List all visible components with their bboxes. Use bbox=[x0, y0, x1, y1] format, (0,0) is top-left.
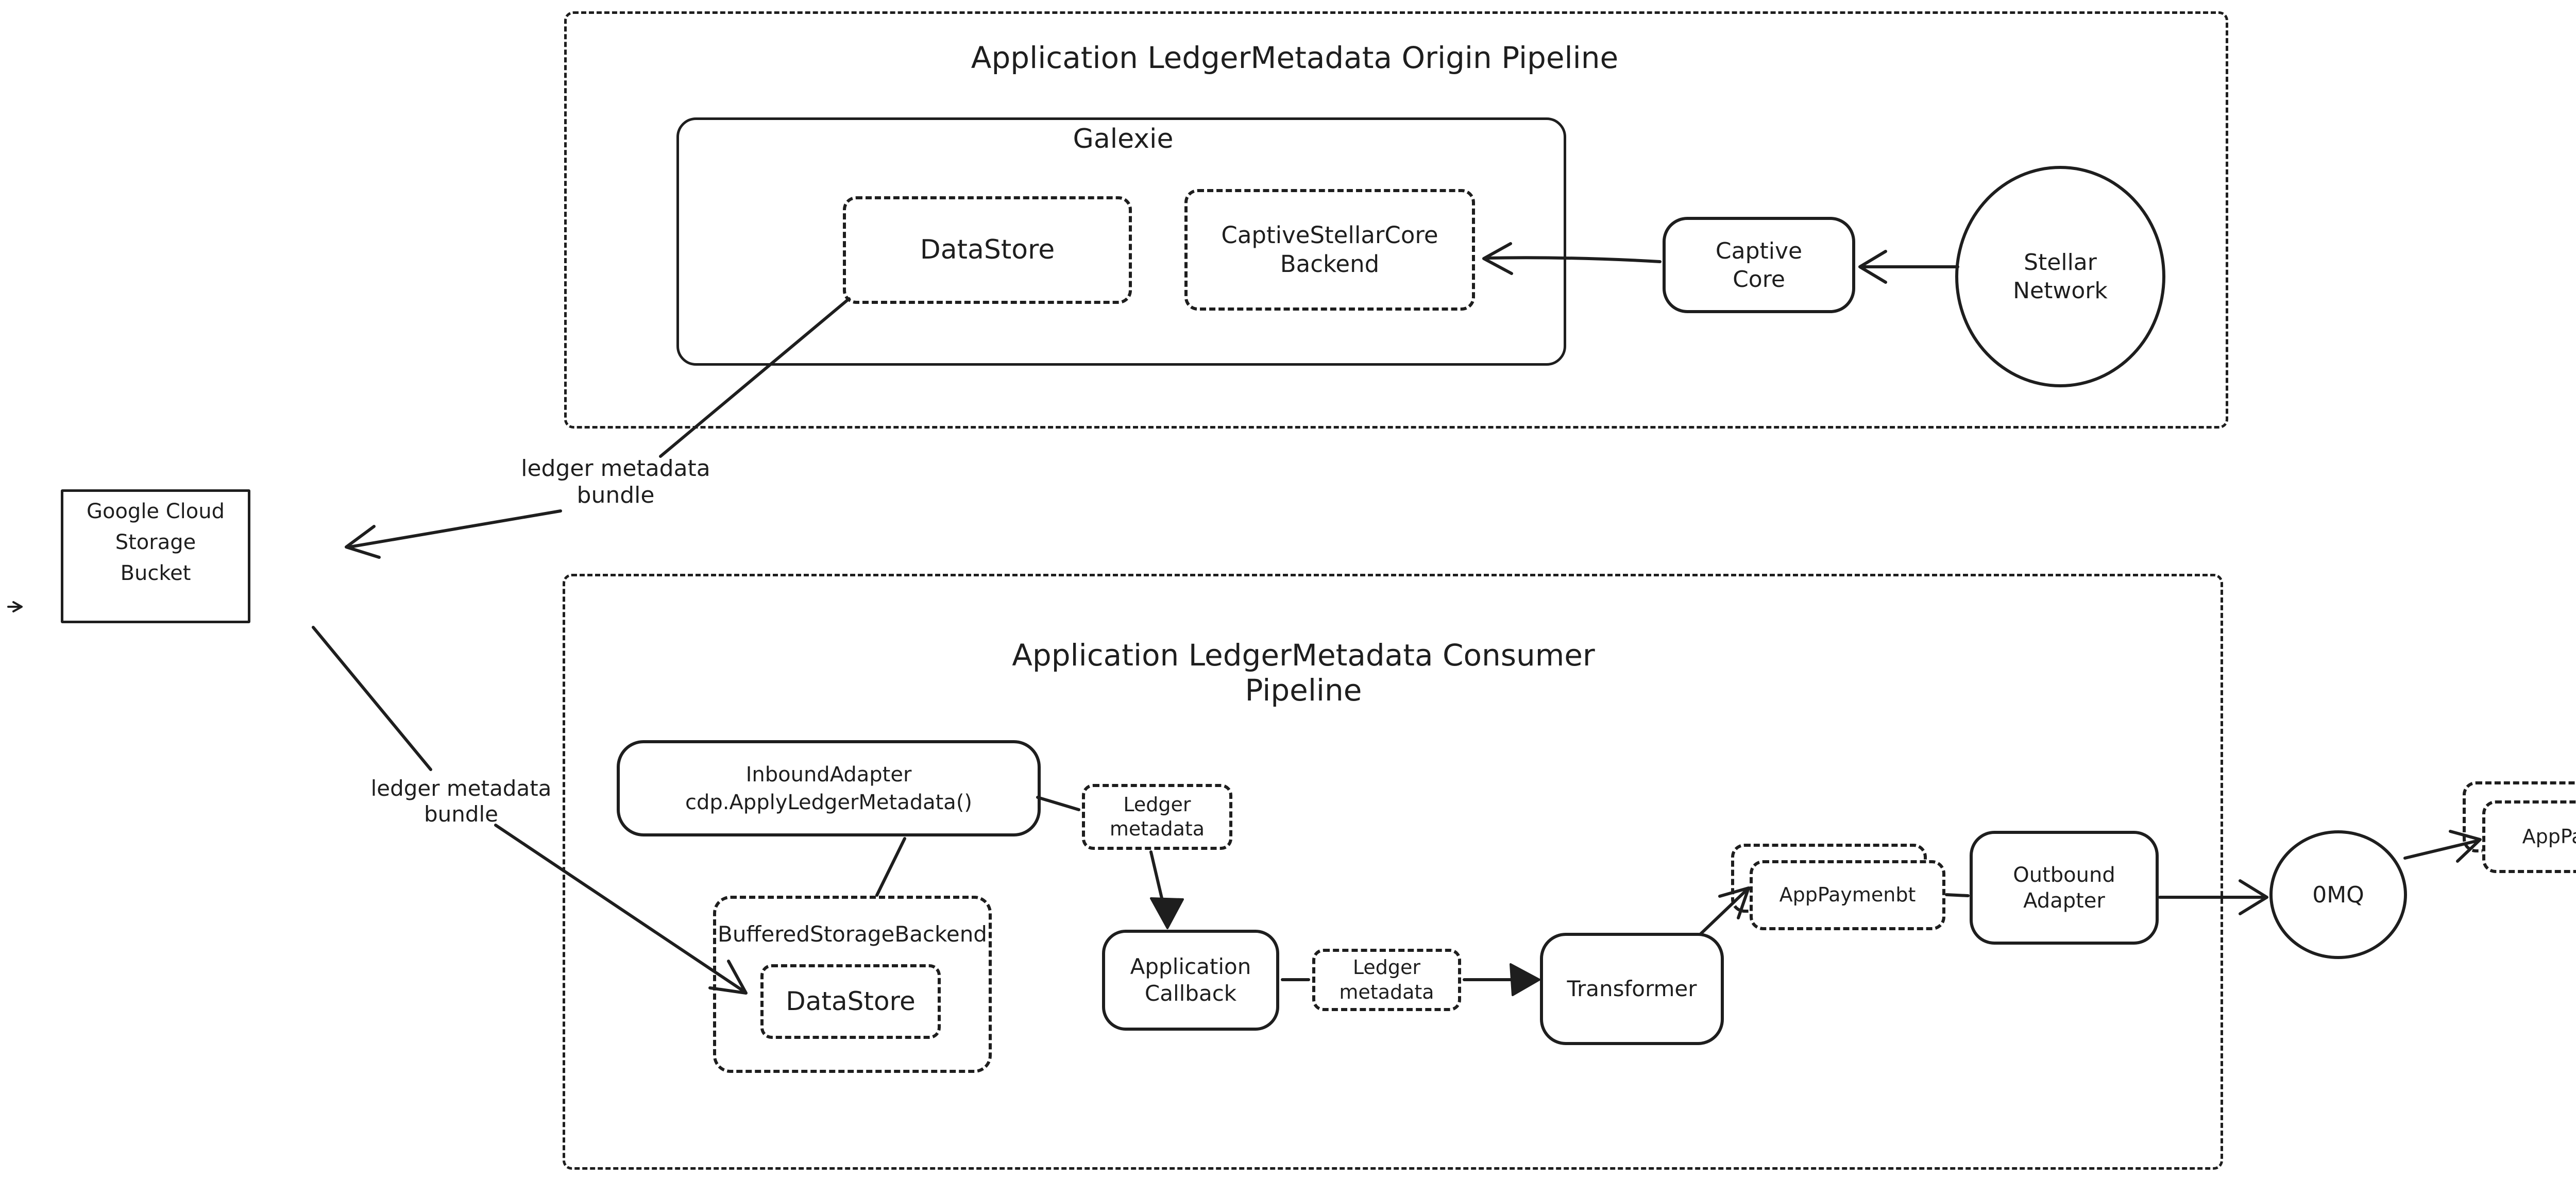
node-ledger-metadata-2[interactable]: Ledger metadata bbox=[1312, 949, 1461, 1011]
node-application-callback[interactable]: Application Callback bbox=[1102, 930, 1279, 1031]
consumer-bundle-line2: bundle bbox=[423, 801, 499, 827]
arrow-captive-core-to-csc-backend[interactable] bbox=[1482, 242, 1662, 275]
line-inbound-adapter-to-buffered-storage[interactable] bbox=[875, 837, 906, 897]
node-captive-core[interactable]: Captive Core bbox=[1663, 217, 1855, 313]
transformer-label: Transformer bbox=[1567, 976, 1697, 1001]
arrow-ledger-metadata-1-to-application-callback[interactable] bbox=[1149, 850, 1184, 929]
node-datastore-origin[interactable]: DataStore bbox=[843, 196, 1132, 304]
ledger-metadata-2-line1: Ledger bbox=[1352, 956, 1421, 979]
captive-core-line1: Captive bbox=[1715, 237, 1803, 264]
node-gcs-bucket[interactable]: Google Cloud Storage Bucket bbox=[61, 489, 250, 623]
csc-backend-line1: CaptiveStellarCore bbox=[1221, 221, 1438, 249]
line-app-paymenbt-1-to-outbound-adapter[interactable] bbox=[1945, 893, 1970, 897]
omq-label: 0MQ bbox=[2312, 881, 2364, 908]
outbound-adapter-line2: Adapter bbox=[2023, 888, 2105, 913]
application-callback-line1: Application bbox=[1130, 953, 1251, 979]
arrow-transformer-to-app-paymenbt-1[interactable] bbox=[1699, 886, 1750, 936]
arrow-datastore-to-gcs-bucket[interactable] bbox=[345, 297, 851, 559]
arrow-gcs-bucket-to-datastore-consumer[interactable] bbox=[312, 626, 748, 995]
node-ledger-metadata-1[interactable]: Ledger metadata bbox=[1082, 784, 1232, 850]
node-buffered-storage-backend[interactable]: BufferedStorageBackend bbox=[713, 896, 992, 1073]
ledger-metadata-1-line1: Ledger bbox=[1123, 793, 1191, 816]
inbound-adapter-line1: InboundAdapter bbox=[745, 762, 912, 787]
ledger-metadata-2-line2: metadata bbox=[1339, 980, 1434, 1003]
app-paymenbt-1-label: AppPaymenbt bbox=[1779, 883, 1916, 907]
node-app-paymenbt-1[interactable]: AppPaymenbt bbox=[1750, 860, 1945, 930]
node-transformer[interactable]: Transformer bbox=[1540, 933, 1724, 1045]
galexie-label: Galexie bbox=[1073, 124, 1174, 155]
origin-pipeline-title[interactable]: Application LedgerMetadata Origin Pipeli… bbox=[971, 40, 1619, 75]
origin-pipeline-container[interactable] bbox=[564, 11, 2228, 429]
stellar-network-line1: Stellar bbox=[2024, 249, 2097, 276]
node-inbound-adapter[interactable]: InboundAdapter cdp.ApplyLedgerMetadata() bbox=[617, 740, 1041, 836]
node-captive-stellar-core-backend[interactable]: CaptiveStellarCore Backend bbox=[1184, 189, 1475, 311]
arrow-omq-to-app-paymenbt-2[interactable] bbox=[2403, 830, 2482, 863]
outbound-adapter-line1: Outbound bbox=[2013, 863, 2115, 887]
line-inbound-adapter-to-ledger-metadata-1[interactable] bbox=[1036, 796, 1080, 811]
application-callback-line2: Callback bbox=[1144, 981, 1237, 1006]
arrow-stellar-to-captive-core[interactable] bbox=[1858, 250, 1959, 284]
node-omq[interactable]: 0MQ bbox=[2269, 830, 2407, 959]
arrow-ledger-metadata-2-to-transformer[interactable] bbox=[1463, 963, 1540, 996]
arrow-outbound-adapter-to-omq[interactable] bbox=[2158, 879, 2268, 915]
origin-bundle-line1: ledger metadata bbox=[521, 455, 710, 482]
edge-label-origin-bundle[interactable]: ledger metadata bundle bbox=[515, 455, 716, 509]
csc-backend-line2: Backend bbox=[1280, 250, 1380, 278]
node-stellar-network[interactable]: Stellar Network bbox=[1955, 166, 2165, 387]
stellar-network-line2: Network bbox=[2013, 278, 2108, 304]
node-app-paymenbt-2[interactable]: AppPaymenbt bbox=[2482, 800, 2576, 873]
gcs-bucket-line2: Bucket bbox=[120, 561, 191, 585]
inbound-adapter-line2: cdp.ApplyLedgerMetadata() bbox=[685, 790, 973, 814]
consumer-bundle-line1: ledger metadata bbox=[370, 776, 552, 801]
app-paymenbt-2-label: AppPaymenbt bbox=[2522, 825, 2576, 848]
edge-label-consumer-bundle[interactable]: ledger metadata bundle bbox=[366, 776, 556, 827]
gcs-bucket-line1: Google Cloud Storage bbox=[86, 499, 225, 554]
consumer-pipeline-title[interactable]: Application LedgerMetadata Consumer Pipe… bbox=[1012, 638, 1595, 708]
node-datastore-origin-label: DataStore bbox=[920, 234, 1055, 265]
small-left-arrow-icon bbox=[7, 601, 23, 612]
buffered-storage-backend-label: BufferedStorageBackend bbox=[718, 921, 987, 947]
origin-bundle-line2: bundle bbox=[577, 482, 655, 508]
captive-core-line2: Core bbox=[1733, 266, 1785, 293]
ledger-metadata-1-line2: metadata bbox=[1109, 817, 1205, 840]
galexie-group[interactable] bbox=[676, 117, 1566, 366]
node-datastore-consumer[interactable]: DataStore bbox=[760, 964, 941, 1039]
node-outbound-adapter[interactable]: Outbound Adapter bbox=[1970, 831, 2159, 945]
node-datastore-consumer-label: DataStore bbox=[786, 986, 916, 1017]
